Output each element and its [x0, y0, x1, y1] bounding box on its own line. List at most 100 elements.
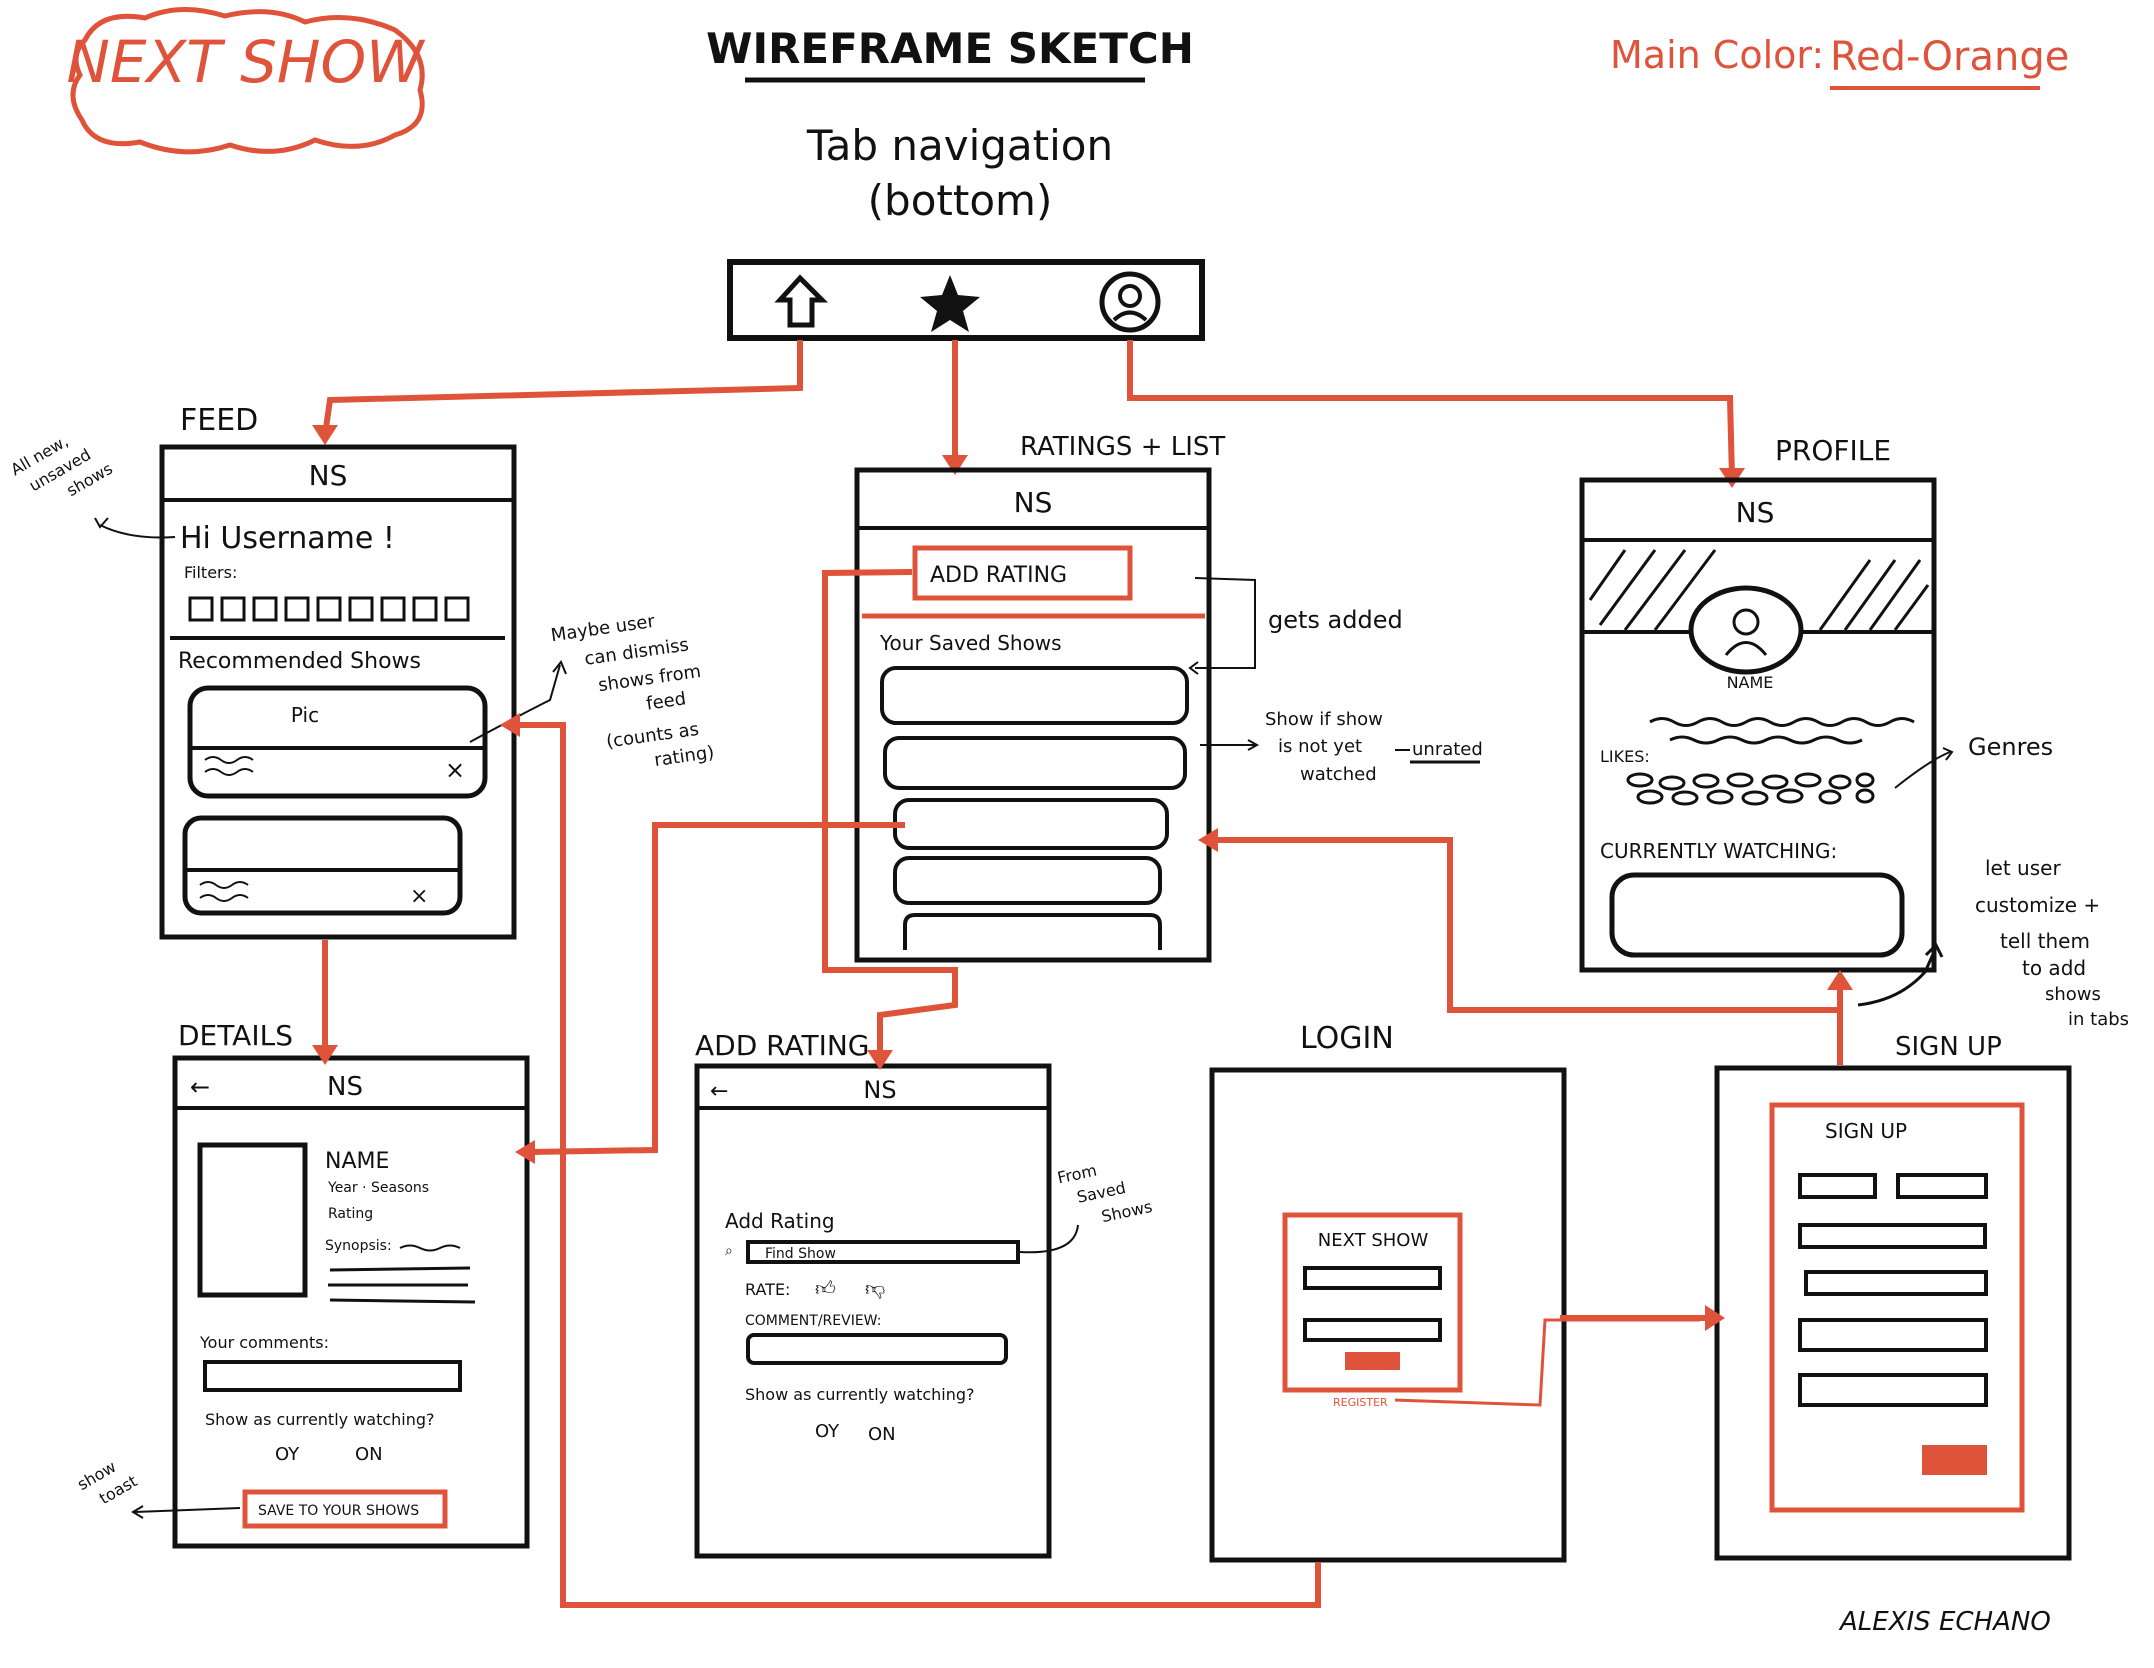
add-rating-screen-label: ADD RATING	[695, 1029, 869, 1062]
signup-button[interactable]	[1922, 1445, 1987, 1475]
feed-greeting: Hi Username !	[180, 521, 395, 556]
currently-question: Show as currently watching?	[205, 1410, 435, 1429]
main-color-label: Main Color:	[1610, 33, 1824, 77]
thumbs-up-icon[interactable]: 👍︎	[815, 1276, 836, 1300]
profile-label: PROFILE	[1775, 434, 1891, 467]
option-yes[interactable]: OY	[275, 1444, 300, 1465]
saved-show-item[interactable]	[903, 913, 1162, 950]
note-line: shows from	[597, 661, 702, 696]
note-line: tell them	[2000, 929, 2090, 953]
option-yes[interactable]: OY	[815, 1421, 840, 1442]
find-show-input[interactable]	[746, 1240, 1020, 1264]
signup-screen: SIGN UP SIGN UP	[1714, 1032, 2072, 1561]
comment-label: COMMENT/REVIEW:	[745, 1313, 881, 1329]
comment-input[interactable]	[746, 1333, 1008, 1365]
cover-photo	[1588, 549, 1930, 631]
save-button[interactable]: SAVE TO YOUR SHOWS	[242, 1489, 448, 1529]
option-no[interactable]: ON	[355, 1444, 383, 1465]
show-year: Year · Seasons	[327, 1180, 429, 1196]
profile-screen: PROFILE NS NAME LIKES: C	[1579, 434, 2053, 973]
page-title: WIREFRAME SKETCH	[706, 24, 1194, 73]
confirm-password-input[interactable]	[1798, 1373, 1988, 1407]
genres-note: Genres	[1968, 733, 2053, 761]
logo-text: NEXT SHOW	[66, 28, 426, 96]
dismiss-note: Maybe user can dismiss shows from feed (…	[550, 611, 716, 771]
comments-input[interactable]	[203, 1360, 462, 1392]
note-line: watched	[1300, 764, 1377, 785]
profile-icon[interactable]	[1099, 271, 1161, 333]
genre-chips	[1626, 772, 1875, 806]
signup-title: SIGN UP	[1825, 1119, 1907, 1143]
note-line: feed	[645, 688, 687, 714]
login-label: LOGIN	[1300, 1021, 1394, 1056]
note-line: From	[1056, 1161, 1099, 1188]
star-icon[interactable]	[920, 275, 980, 332]
currently-watching-card[interactable]	[1609, 872, 1905, 958]
ratings-label: RATINGS + LIST	[1020, 432, 1225, 462]
signup-label: SIGN UP	[1895, 1032, 2002, 1062]
back-arrow-icon[interactable]: ←	[190, 1073, 210, 1101]
dismiss-icon[interactable]: ×	[445, 756, 465, 784]
avatar[interactable]	[1688, 585, 1804, 675]
flow-arrowheads	[312, 713, 1853, 1331]
login-password-input[interactable]	[1303, 1318, 1442, 1342]
feed-recommended: Recommended Shows	[178, 649, 421, 674]
feed-pic: Pic	[291, 703, 319, 727]
poster-image	[197, 1142, 308, 1298]
first-name-input[interactable]	[1798, 1173, 1877, 1199]
thumbs-down-icon[interactable]: 👎︎	[865, 1276, 885, 1300]
login-username-input[interactable]	[1303, 1266, 1442, 1290]
profile-ns: NS	[1736, 496, 1775, 529]
last-name-input[interactable]	[1896, 1173, 1988, 1199]
signature: ALEXIS ECHANO	[1838, 1607, 2051, 1637]
note-line: shows	[2045, 984, 2101, 1005]
saved-show-item[interactable]	[883, 736, 1187, 790]
tab-nav-title: Tab navigation	[806, 121, 1113, 170]
login-button[interactable]	[1345, 1352, 1400, 1370]
note-line: rating)	[653, 742, 716, 771]
synopsis-label: Synopsis:	[325, 1238, 392, 1254]
note-line: Shows	[1100, 1197, 1154, 1226]
login-brand: NEXT SHOW	[1318, 1230, 1429, 1251]
login-card	[1282, 1212, 1463, 1393]
note-line: Show if show	[1265, 709, 1383, 730]
note-line: let user	[1985, 856, 2061, 880]
details-screen: DETAILS ← NS NAME Year · Seasons Rating …	[74, 1019, 530, 1549]
feed-filters: Filters:	[184, 563, 237, 582]
tab-nav-subtitle: (bottom)	[868, 176, 1053, 225]
register-link[interactable]: REGISTER	[1333, 1396, 1388, 1409]
saved-show-item[interactable]	[893, 798, 1169, 850]
main-color-value: Red-Orange	[1830, 34, 2069, 80]
email-input[interactable]	[1798, 1223, 1987, 1249]
from-saved-note: From Saved Shows	[1056, 1161, 1154, 1227]
tab-arrows	[322, 340, 1735, 479]
feed-ns: NS	[309, 459, 348, 492]
profile-name: NAME	[1727, 673, 1774, 692]
saved-show-list	[880, 666, 1189, 950]
rate-label: RATE:	[745, 1280, 790, 1299]
username-input[interactable]	[1804, 1270, 1988, 1296]
add-rating-title: Add Rating	[725, 1209, 835, 1233]
flow-arrows	[322, 569, 1843, 1608]
home-icon[interactable]	[774, 274, 829, 328]
comments-label: Your comments:	[199, 1333, 329, 1352]
saved-shows-label: Your Saved Shows	[879, 631, 1062, 655]
saved-show-item[interactable]	[880, 666, 1189, 725]
show-name: NAME	[325, 1149, 389, 1174]
password-input[interactable]	[1798, 1318, 1988, 1352]
unrated-note: unrated	[1412, 739, 1483, 760]
note-line: customize +	[1975, 893, 2100, 917]
filter-chips	[188, 596, 470, 622]
option-no[interactable]: ON	[868, 1424, 896, 1445]
signup-card	[1769, 1102, 2025, 1513]
back-arrow-icon[interactable]: ←	[710, 1079, 728, 1104]
recommended-card[interactable]: Pic ×	[187, 685, 488, 799]
likes-label: LIKES:	[1600, 747, 1650, 766]
logo-cloud: NEXT SHOW	[66, 7, 426, 155]
recommended-card[interactable]: ×	[182, 815, 463, 916]
add-rating-button[interactable]: ADD RATING	[912, 545, 1133, 601]
dismiss-icon[interactable]: ×	[410, 884, 428, 909]
saved-show-item[interactable]	[893, 856, 1162, 905]
note-line: to add	[2022, 956, 2086, 980]
